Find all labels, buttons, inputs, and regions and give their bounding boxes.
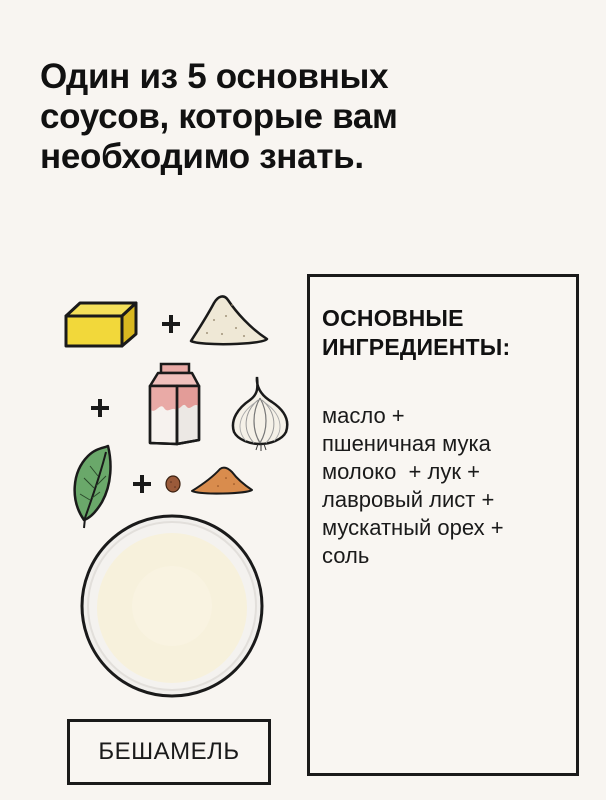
bechamel-bowl-icon — [80, 514, 264, 698]
ingredients-panel: ОСНОВНЫЕ ИНГРЕДИЕНТЫ: масло + пшеничная … — [307, 274, 579, 776]
ingredients-list: масло + пшеничная мука молоко + лук + ла… — [322, 402, 504, 570]
ingredient-line: пшеничная мука — [322, 431, 491, 456]
headline-line-1: Один из 5 основных — [40, 57, 389, 96]
headline-line-3: необходимо знать. — [40, 137, 364, 176]
bay-leaf-icon — [73, 444, 112, 529]
ingredient-line: лавровый лист + — [322, 487, 495, 512]
nutmeg-icon — [165, 475, 181, 493]
ingredient-line: соль — [322, 543, 370, 568]
headline-line-2: соусов, которые вам — [40, 97, 398, 136]
ingredients-title-line: ОСНОВНЫЕ — [322, 305, 464, 331]
plus-icon — [162, 315, 180, 333]
plus-icon — [91, 399, 109, 417]
headline: Один из 5 основных соусов, которые вам н… — [40, 57, 580, 177]
ingredient-illustrations — [0, 0, 300, 800]
ingredient-line: мускатный орех + — [322, 515, 504, 540]
ingredient-line: масло + — [322, 403, 405, 428]
ingredients-title-line: ИНГРЕДИЕНТЫ: — [322, 334, 511, 360]
flour-icon — [189, 295, 269, 346]
butter-icon — [64, 301, 138, 348]
ground-spice-icon — [191, 466, 253, 495]
ingredients-title: ОСНОВНЫЕ ИНГРЕДИЕНТЫ: — [322, 304, 510, 362]
ingredient-line: молоко + лук + — [322, 459, 480, 484]
onion-icon — [231, 376, 289, 451]
plus-icon — [133, 475, 151, 493]
milk-carton-icon — [148, 362, 201, 446]
sauce-name-label: БЕШАМЕЛЬ — [67, 719, 271, 785]
